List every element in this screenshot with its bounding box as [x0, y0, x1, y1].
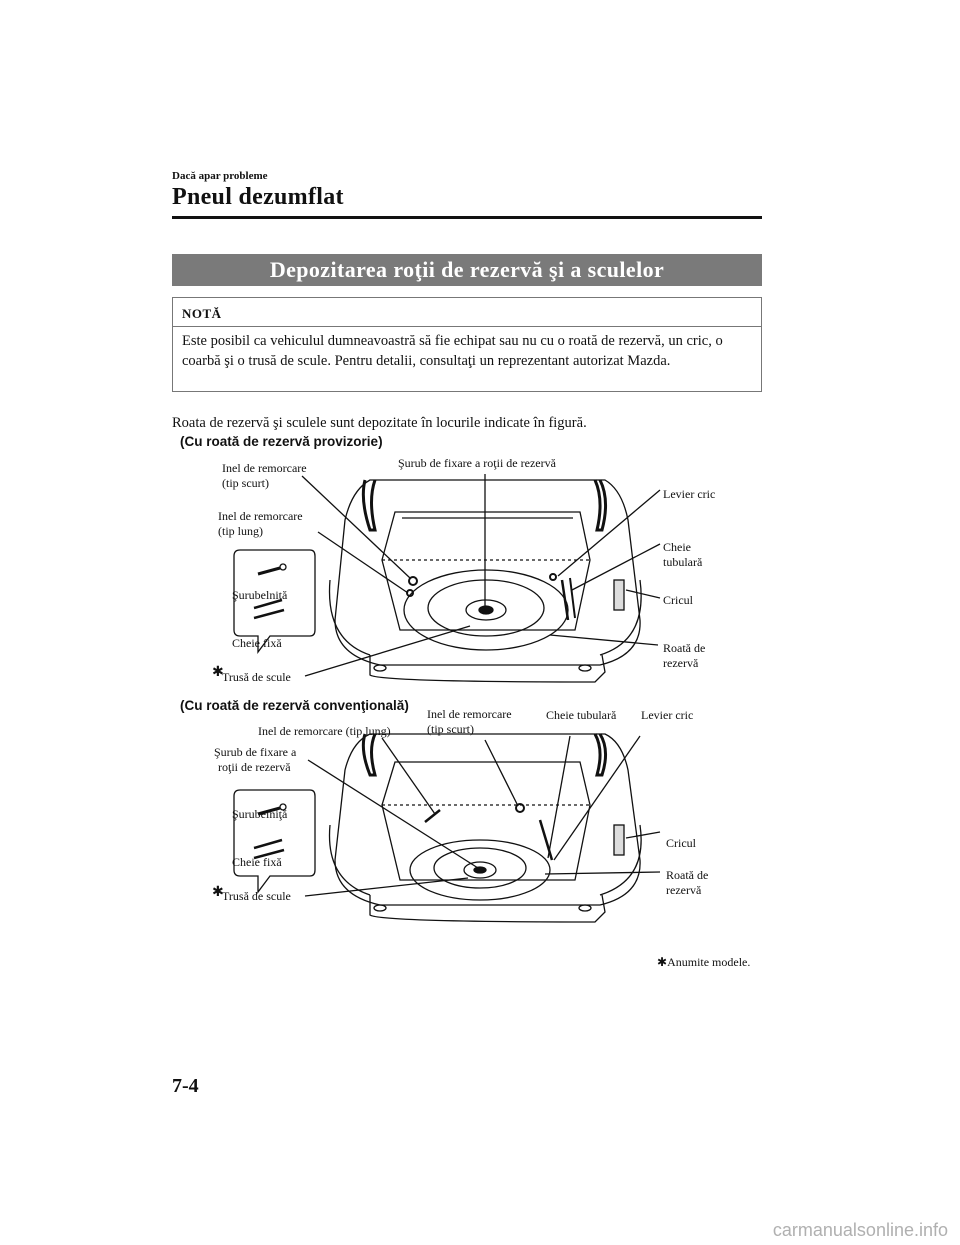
label-tool-kit-2: Trusă de scule: [222, 889, 291, 903]
watermark: carmanualsonline.info: [772, 1220, 948, 1240]
label-tow-hook-long-2: Inel de remorcare (tip lung): [258, 724, 391, 738]
trunk-outline: [334, 479, 641, 666]
svg-text:✱: ✱: [212, 665, 224, 680]
chapter-title: Dacă apar probleme: [172, 170, 268, 182]
note-box: NOTĂ Este posibil ca vehiculul dumneavoa…: [172, 297, 762, 392]
spare-wheel-mark: [409, 839, 551, 901]
label-wrench: Cheie fixă: [232, 636, 282, 650]
label-jack-lever: Levier cric: [663, 487, 716, 501]
label-screwdriver: Şurubelniţă: [232, 588, 288, 602]
page-number: 7-4: [172, 1075, 199, 1097]
figure-bottom-caption: (Cu roată de rezervă convenţională): [180, 698, 409, 713]
label-jack: Cricul: [663, 593, 693, 607]
figure-top-caption: (Cu roată de rezervă provizorie): [180, 434, 383, 449]
label-tow-hook-short: Inel de remorcare(tip scurt): [222, 461, 307, 490]
figure-top-illustration: ✱: [212, 474, 661, 683]
footnote: ✱Anumite modele.: [657, 955, 751, 969]
label-tow-hook-short-2: Inel de remorcare(tip scurt): [427, 707, 512, 736]
header-rule: [172, 216, 762, 219]
trunk-outline: [334, 733, 641, 906]
note-title: NOTĂ: [182, 306, 222, 321]
section-title: Pneul dezumflat: [172, 184, 344, 210]
label-jack-lever-2: Levier cric: [641, 708, 694, 722]
label-tow-hook-long: Inel de remorcare(tip lung): [218, 509, 303, 538]
note-body: Este posibil ca vehiculul dumneavoastră …: [182, 333, 723, 369]
label-socket-wrench-2: Cheie tubulară: [546, 708, 617, 722]
label-spare-bolt: Şurub de fixare a roţii de rezervă: [398, 456, 556, 470]
svg-text:✱: ✱: [212, 885, 224, 900]
asterisk-icon: ✱: [657, 955, 668, 969]
label-tool-kit: Trusă de scule: [222, 670, 291, 684]
note-header: NOTĂ: [173, 298, 761, 327]
label-screwdriver-2: Şurubelniţă: [232, 807, 288, 821]
spare-wheel-mark: [403, 569, 569, 651]
topic-banner: Depozitarea roţii de rezervă şi a sculel…: [172, 254, 762, 286]
label-wrench-2: Cheie fixă: [232, 855, 282, 869]
intro-paragraph: Roata de rezervă şi sculele sunt depozit…: [172, 415, 587, 431]
label-jack-2: Cricul: [666, 836, 696, 850]
figure-bottom-illustration: ✱: [212, 733, 661, 923]
